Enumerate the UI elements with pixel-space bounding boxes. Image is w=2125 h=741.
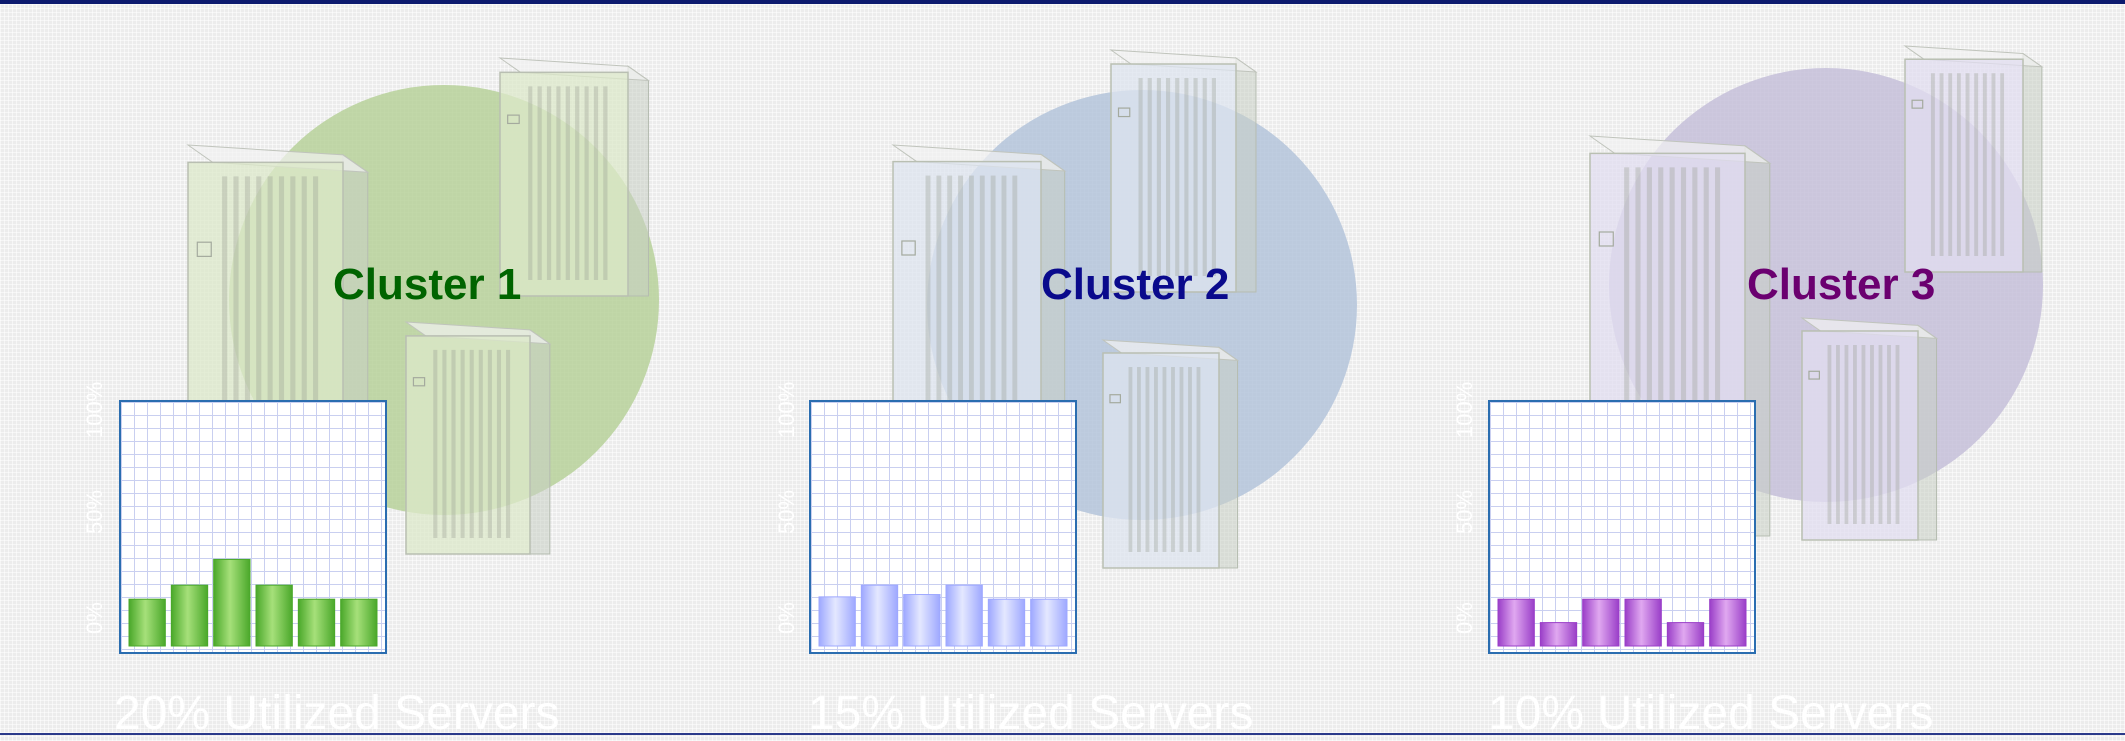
axis-label-50: 50% [82, 489, 107, 534]
cluster-title: Cluster 3 [1747, 260, 1936, 309]
utilization-bar [1709, 598, 1747, 647]
utilization-label: 20% Utilized Servers [114, 687, 560, 740]
utilization-bar [1582, 598, 1620, 647]
axis-label-100: 100% [82, 381, 107, 438]
utilization-bar [818, 596, 856, 647]
utilization-bar [1666, 622, 1705, 647]
utilization-chart [119, 400, 387, 654]
bottom-rule [0, 733, 2125, 735]
server-rack-icon [1903, 45, 2044, 273]
utilization-bar [340, 598, 378, 647]
axis-label-50: 50% [774, 489, 799, 534]
utilization-bar [860, 584, 899, 647]
cluster-3-panel: Cluster 3 100% 50% 0% 10% Utilized Serve… [1400, 0, 2125, 740]
cluster-2-panel: Cluster 2 100% 50% 0% 15% Utilized Serve… [700, 0, 1400, 740]
utilization-bar [1497, 598, 1535, 647]
server-rack-icon [1101, 339, 1240, 569]
server-rack-icon [498, 57, 651, 297]
server-rack-icon [1109, 49, 1258, 293]
axis-label-0: 0% [1452, 602, 1477, 634]
top-rule [0, 0, 2125, 4]
utilization-label: 15% Utilized Servers [808, 687, 1254, 740]
cluster-title: Cluster 2 [1041, 260, 1230, 309]
utilization-chart [809, 400, 1077, 654]
utilization-chart [1488, 400, 1756, 654]
axis-label-50: 50% [1452, 489, 1477, 534]
utilization-bar [1030, 598, 1068, 647]
utilization-bar [255, 584, 293, 647]
utilization-bar [170, 584, 209, 647]
utilization-bar [903, 594, 941, 647]
axis-label-100: 100% [774, 381, 799, 438]
utilization-bar [213, 558, 251, 647]
axis-label-0: 0% [774, 602, 799, 634]
server-cluster-illustration [186, 57, 659, 555]
axis-label-100: 100% [1452, 381, 1477, 438]
cluster-title: Cluster 1 [333, 260, 522, 309]
utilization-bar [987, 598, 1026, 647]
cluster-1-panel: Cluster 1 100% 50% 0% 20% Utilized Serve… [0, 0, 700, 740]
utilization-bar [128, 598, 166, 647]
utilization-bar [297, 598, 336, 647]
axis-label-0: 0% [82, 602, 107, 634]
utilization-bar [945, 584, 983, 647]
utilization-bar [1624, 598, 1662, 647]
utilization-bar [1539, 622, 1578, 647]
server-rack-icon [404, 321, 552, 555]
server-rack-icon [1800, 317, 1939, 541]
utilization-label: 10% Utilized Servers [1488, 687, 1934, 740]
server-cluster-illustration [1588, 45, 2044, 541]
